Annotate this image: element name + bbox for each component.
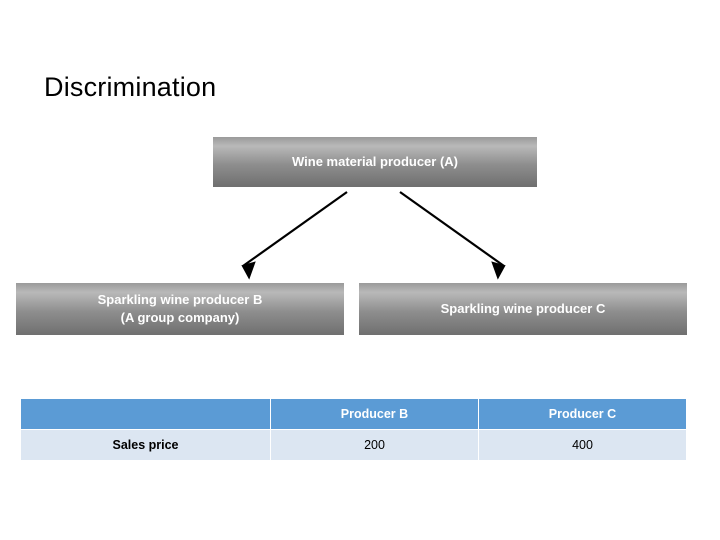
node-sparkling-wine-producer-c[interactable]: Sparkling wine producer C	[359, 283, 687, 335]
table-row: Sales price 200 400	[20, 429, 687, 461]
table-header-blank	[20, 398, 271, 430]
node-sparkling-wine-producer-b[interactable]: Sparkling wine producer B (A group compa…	[16, 283, 344, 335]
node-b-label-line2: (A group company)	[120, 310, 240, 325]
node-a-label: Wine material producer (A)	[291, 154, 459, 170]
table-header-producer-c: Producer C	[478, 398, 687, 430]
table-cell-producer-b-sales-price: 200	[270, 429, 479, 461]
node-b-label-line1: Sparkling wine producer B	[97, 292, 263, 308]
table-row-label-sales-price: Sales price	[20, 429, 271, 461]
node-c-label: Sparkling wine producer C	[440, 301, 606, 317]
arrow-a-to-b	[241, 191, 348, 280]
table-header-producer-b: Producer B	[270, 398, 479, 430]
table-cell-producer-c-sales-price: 400	[478, 429, 687, 461]
table-header-row: Producer B Producer C	[20, 398, 687, 430]
sales-price-table: Producer B Producer C Sales price 200 40…	[20, 398, 687, 461]
arrow-a-to-c	[399, 191, 506, 280]
page-title: Discrimination	[44, 72, 217, 102]
node-wine-material-producer-a[interactable]: Wine material producer (A)	[213, 137, 537, 187]
